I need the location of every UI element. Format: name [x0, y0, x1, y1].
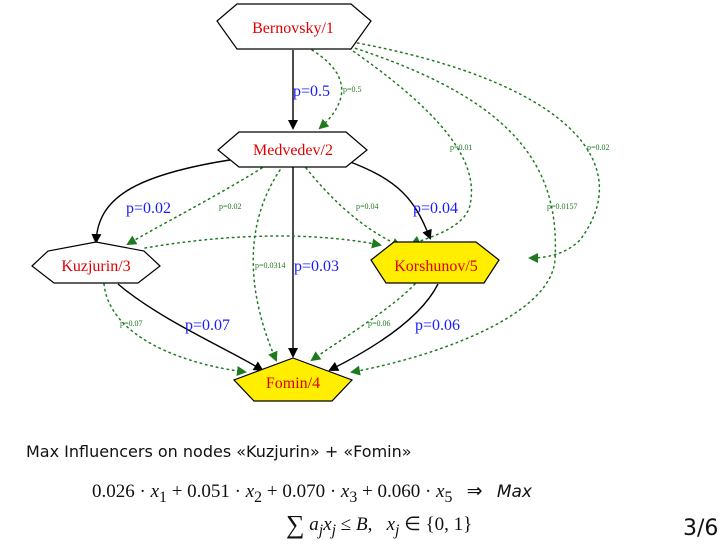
caption: Max Influencers on nodes «Kuzjurin» + «F… [26, 442, 412, 461]
dotted-edge-bernovsky-fomin [344, 44, 557, 376]
term-3: 0.070 · x3 [282, 481, 358, 506]
edge-label-kuzjurin-fomin: p=0.07 [185, 317, 230, 334]
dotted-edge-bernovsky-korshunov [339, 41, 473, 245]
budget-symbol: B [355, 514, 368, 535]
dotted-edge-bernovsky-korshunov-b [351, 41, 600, 263]
node-label-korshunov: Korshunov/5 [394, 258, 478, 275]
edge-korshunov-fomin [328, 283, 439, 371]
node-label-bernovsky: Bernovsky/1 [252, 20, 334, 37]
influence-graph: Bernovsky/1 Medvedev/2 Kuzjurin/3 Korshu… [31, 3, 610, 402]
node-korshunov: Korshunov/5 [370, 241, 500, 284]
constraint-coef: ajxj [309, 514, 337, 539]
page-number: 3/6 [683, 516, 719, 541]
dotted-edge-medvedev-korshunov [305, 167, 402, 248]
goal-label: Max [496, 482, 532, 502]
edge-label-medvedev-kuzjurin: p=0.02 [126, 200, 171, 217]
node-medvedev: Medvedev/2 [217, 131, 368, 168]
constraint-formula: ∑ ajxj ≤ B, xj ∈ {0, 1} [286, 510, 473, 539]
edge-label-korshunov-fomin: p=0.06 [415, 317, 460, 334]
node-kuzjurin: Kuzjurin/3 [31, 241, 161, 284]
term-1: 0.026 · x1 [92, 481, 167, 506]
node-fomin: Fomin/4 [232, 357, 354, 402]
node-label-kuzjurin: Kuzjurin/3 [61, 258, 130, 275]
edge-medvedev-kuzjurin [91, 158, 237, 244]
binary-domain: {0, 1} [425, 514, 473, 535]
edge-label-kuzjurin-fomin-dot: p=0.07 [120, 319, 143, 328]
sum-symbol: ∑ [286, 510, 305, 539]
dotted-edge-medvedev-fomin [252, 169, 281, 362]
edge-label-bernovsky-medvedev-dot: p=0.5 [343, 85, 362, 94]
edge-label-medvedev-fomin-dot: p=0.0314 [255, 261, 286, 270]
dotted-edge-kuzjurin-korshunov [144, 235, 382, 249]
implies-symbol: ⇒ [466, 481, 483, 502]
term-2: 0.051 · x2 [187, 481, 263, 506]
edge-label-bernovsky-fomin: p=0.01 [450, 143, 473, 152]
edge-label-bernovsky-korshunov-b: p=0.0157 [547, 202, 578, 211]
term-5: 0.060 · x5 [377, 481, 453, 506]
edge-medvedev-korshunov [344, 159, 432, 240]
edge-label-bernovsky-korshunov: p=0.02 [587, 143, 610, 152]
node-label-medvedev: Medvedev/2 [253, 142, 333, 159]
edge-kuzjurin-fomin [117, 283, 264, 372]
node-label-fomin: Fomin/4 [266, 375, 320, 392]
edge-label-medvedev-korshunov: p=0.04 [413, 200, 458, 217]
dotted-edge-bernovsky-medvedev [311, 49, 343, 130]
edge-label-medvedev-fomin: p=0.03 [294, 258, 339, 275]
edge-label-medvedev-korshunov-dot: p=0.04 [356, 202, 379, 211]
edge-label-korshunov-fomin-dot: p=0.06 [368, 319, 391, 328]
edge-label-bernovsky-medvedev: p=0.5 [293, 83, 330, 100]
dotted-edge-korshunov-fomin [310, 283, 416, 362]
objective-formula: 0.026 · x1 + 0.051 · x2 + 0.070 · x3 + 0… [92, 481, 532, 506]
edge-label-medvedev-kuzjurin-dot: p=0.02 [219, 202, 242, 211]
node-bernovsky: Bernovsky/1 [216, 3, 372, 50]
